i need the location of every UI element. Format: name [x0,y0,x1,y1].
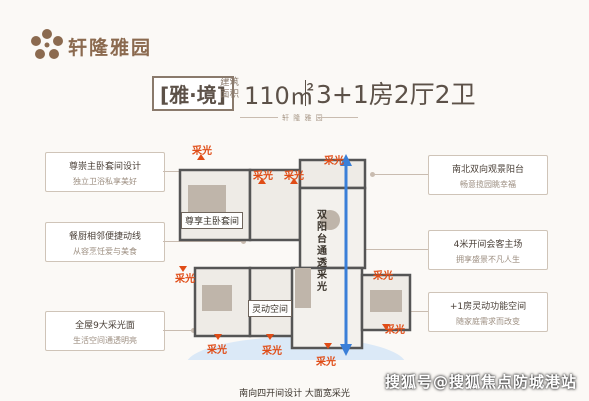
light-label: 采光 [324,156,344,167]
feature-desc: 随家庭需求而改变 [456,317,520,326]
feature-desc: 从容烹饪爱与美食 [73,247,137,256]
connector-line [400,311,428,312]
bottom-caption: 南向四开间设计 大面宽采光 [239,389,350,399]
light-arrow-icon [324,343,332,349]
light-label: 采光 [192,146,212,157]
brand-name: 轩隆雅园 [68,37,153,59]
connector-line [163,330,193,331]
feature-left-2: 餐厨相邻便捷动线 从容烹饪爱与美食 [45,222,165,262]
feature-title: 全屋9大采光面 [75,321,135,331]
feature-title: +1房灵动功能空间 [449,302,527,312]
light-label: 采光 [316,357,336,368]
layout-title: 3+1房2厅2卫 [316,80,476,109]
sub-line-left [240,117,278,118]
feature-desc: 畅意揽园眺幸福 [460,180,516,189]
area-label: 建筑面积 [220,77,240,100]
feature-title: 尊崇主卧套间设计 [68,162,141,172]
sub-line-right [320,117,358,118]
light-arrow-icon [290,178,298,184]
light-arrow-icon [197,154,205,160]
feature-desc: 生活空间通透明亮 [73,336,137,345]
light-label: 采光 [253,171,273,182]
feature-left-3: 全屋9大采光面 生活空间通透明亮 [45,311,165,351]
arrow-down-icon [340,344,352,356]
light-arrow-icon [179,266,187,272]
light-arrow-icon [382,324,390,330]
north-balcony [298,158,367,190]
dual-balcony-label: 双阳台通透采光 [317,210,327,293]
light-label: 采光 [284,171,304,182]
dining-table-icon [320,210,340,230]
master-suite-label: 尊享主卧套间 [181,212,244,229]
connector-line [372,174,428,175]
logo-flower-icon [31,29,63,59]
feature-left-1: 尊崇主卧套间设计 独立卫浴私享美好 [45,152,165,192]
bed-icon [370,290,402,312]
connector-dot [370,172,375,177]
light-label: 采光 [385,325,405,336]
feature-desc: 拥享盛景不凡人生 [456,255,520,264]
light-label: 采光 [175,274,195,285]
light-label: 采光 [207,345,227,356]
arrow-up-icon [340,154,352,166]
light-label: 采光 [262,346,282,357]
feature-right-1: 南北双向观景阳台 畅意揽园眺幸福 [428,155,548,195]
light-arrow-icon [258,178,266,184]
bed-icon [188,185,226,217]
feature-title: 南北双向观景阳台 [451,165,524,175]
light-arrow-icon [266,334,274,340]
connector-dot [191,328,196,333]
feature-title: 餐厨相邻便捷动线 [68,232,141,242]
flex-space-label: 灵动空间 [248,300,293,317]
sofa-icon [295,268,311,308]
connector-line [338,249,428,250]
feature-right-3: +1房灵动功能空间 随家庭需求而改变 [428,292,548,332]
feature-title: 4米开间会客主场 [453,240,523,250]
light-arrow-icon [214,334,222,340]
unit-type-tag: [雅·境] [152,76,234,111]
connector-line [163,171,191,172]
feature-desc: 独立卫浴私享美好 [73,177,137,186]
sub-title: 轩 隆 雅 园 [282,114,324,122]
header-divider [305,80,306,106]
area-value: 110㎡ [244,82,314,110]
light-label: 采光 [373,271,393,282]
connector-line [163,241,243,242]
bed-icon [202,285,232,311]
watermark: 搜狐号@搜狐焦点防城港站 [385,373,578,391]
connector-dot [241,239,246,244]
feature-right-2: 4米开间会客主场 拥享盛景不凡人生 [428,230,548,270]
